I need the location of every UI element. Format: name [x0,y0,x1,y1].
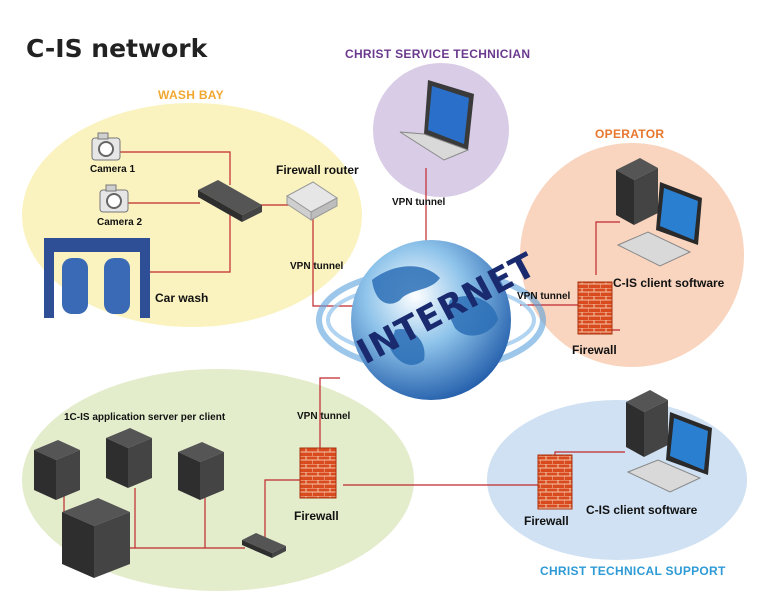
vpn-tunnel-wash-label: VPN tunnel [290,261,344,272]
diagram-title: C-IS network [26,34,208,63]
internet-globe-icon [316,240,546,400]
desktop-computer-icon [616,158,702,267]
operator-software-label: C-IS client software [613,276,725,290]
server-tower-icon [178,442,224,500]
firewall-router-icon [286,181,338,221]
firewall-brick-icon [537,454,573,510]
desktop-computer-icon [626,390,712,493]
vpn-tunnel-server-label: VPN tunnel [297,411,351,422]
server-tower-icon [34,440,80,500]
camera-icon [91,132,121,161]
firewall-router-label: Firewall router [276,163,359,177]
camera2-label: Camera 2 [97,217,143,228]
car-wash-icon [44,238,150,318]
network-switch-icon [242,533,286,558]
support-software-label: C-IS client software [586,503,698,517]
support-zone-label: CHRIST TECHNICAL SUPPORT [540,564,726,578]
vpn-tunnel-technician-label: VPN tunnel [392,197,446,208]
support-firewall-label: Firewall [524,514,569,528]
camera1-label: Camera 1 [90,164,136,175]
connection-lines [63,151,625,549]
server-caption: 1C-IS application server per client [64,412,226,423]
camera-icon [99,184,129,213]
laptop-icon [399,80,474,161]
support-zone [487,400,747,560]
technician-zone-label: CHRIST SERVICE TECHNICIAN [345,47,531,61]
network-switch-icon [198,180,262,222]
firewall-brick-icon [299,447,337,499]
server-tower-icon [62,498,130,578]
firewall-brick-icon [577,281,613,335]
operator-firewall-label: Firewall [572,343,617,357]
operator-zone-label: OPERATOR [595,127,665,141]
car-wash-label: Car wash [155,291,209,305]
vpn-tunnel-operator-label: VPN tunnel [517,291,571,302]
server-tower-icon [106,428,152,488]
server-firewall-label: Firewall [294,509,339,523]
wash-bay-zone-label: WASH BAY [158,88,224,102]
